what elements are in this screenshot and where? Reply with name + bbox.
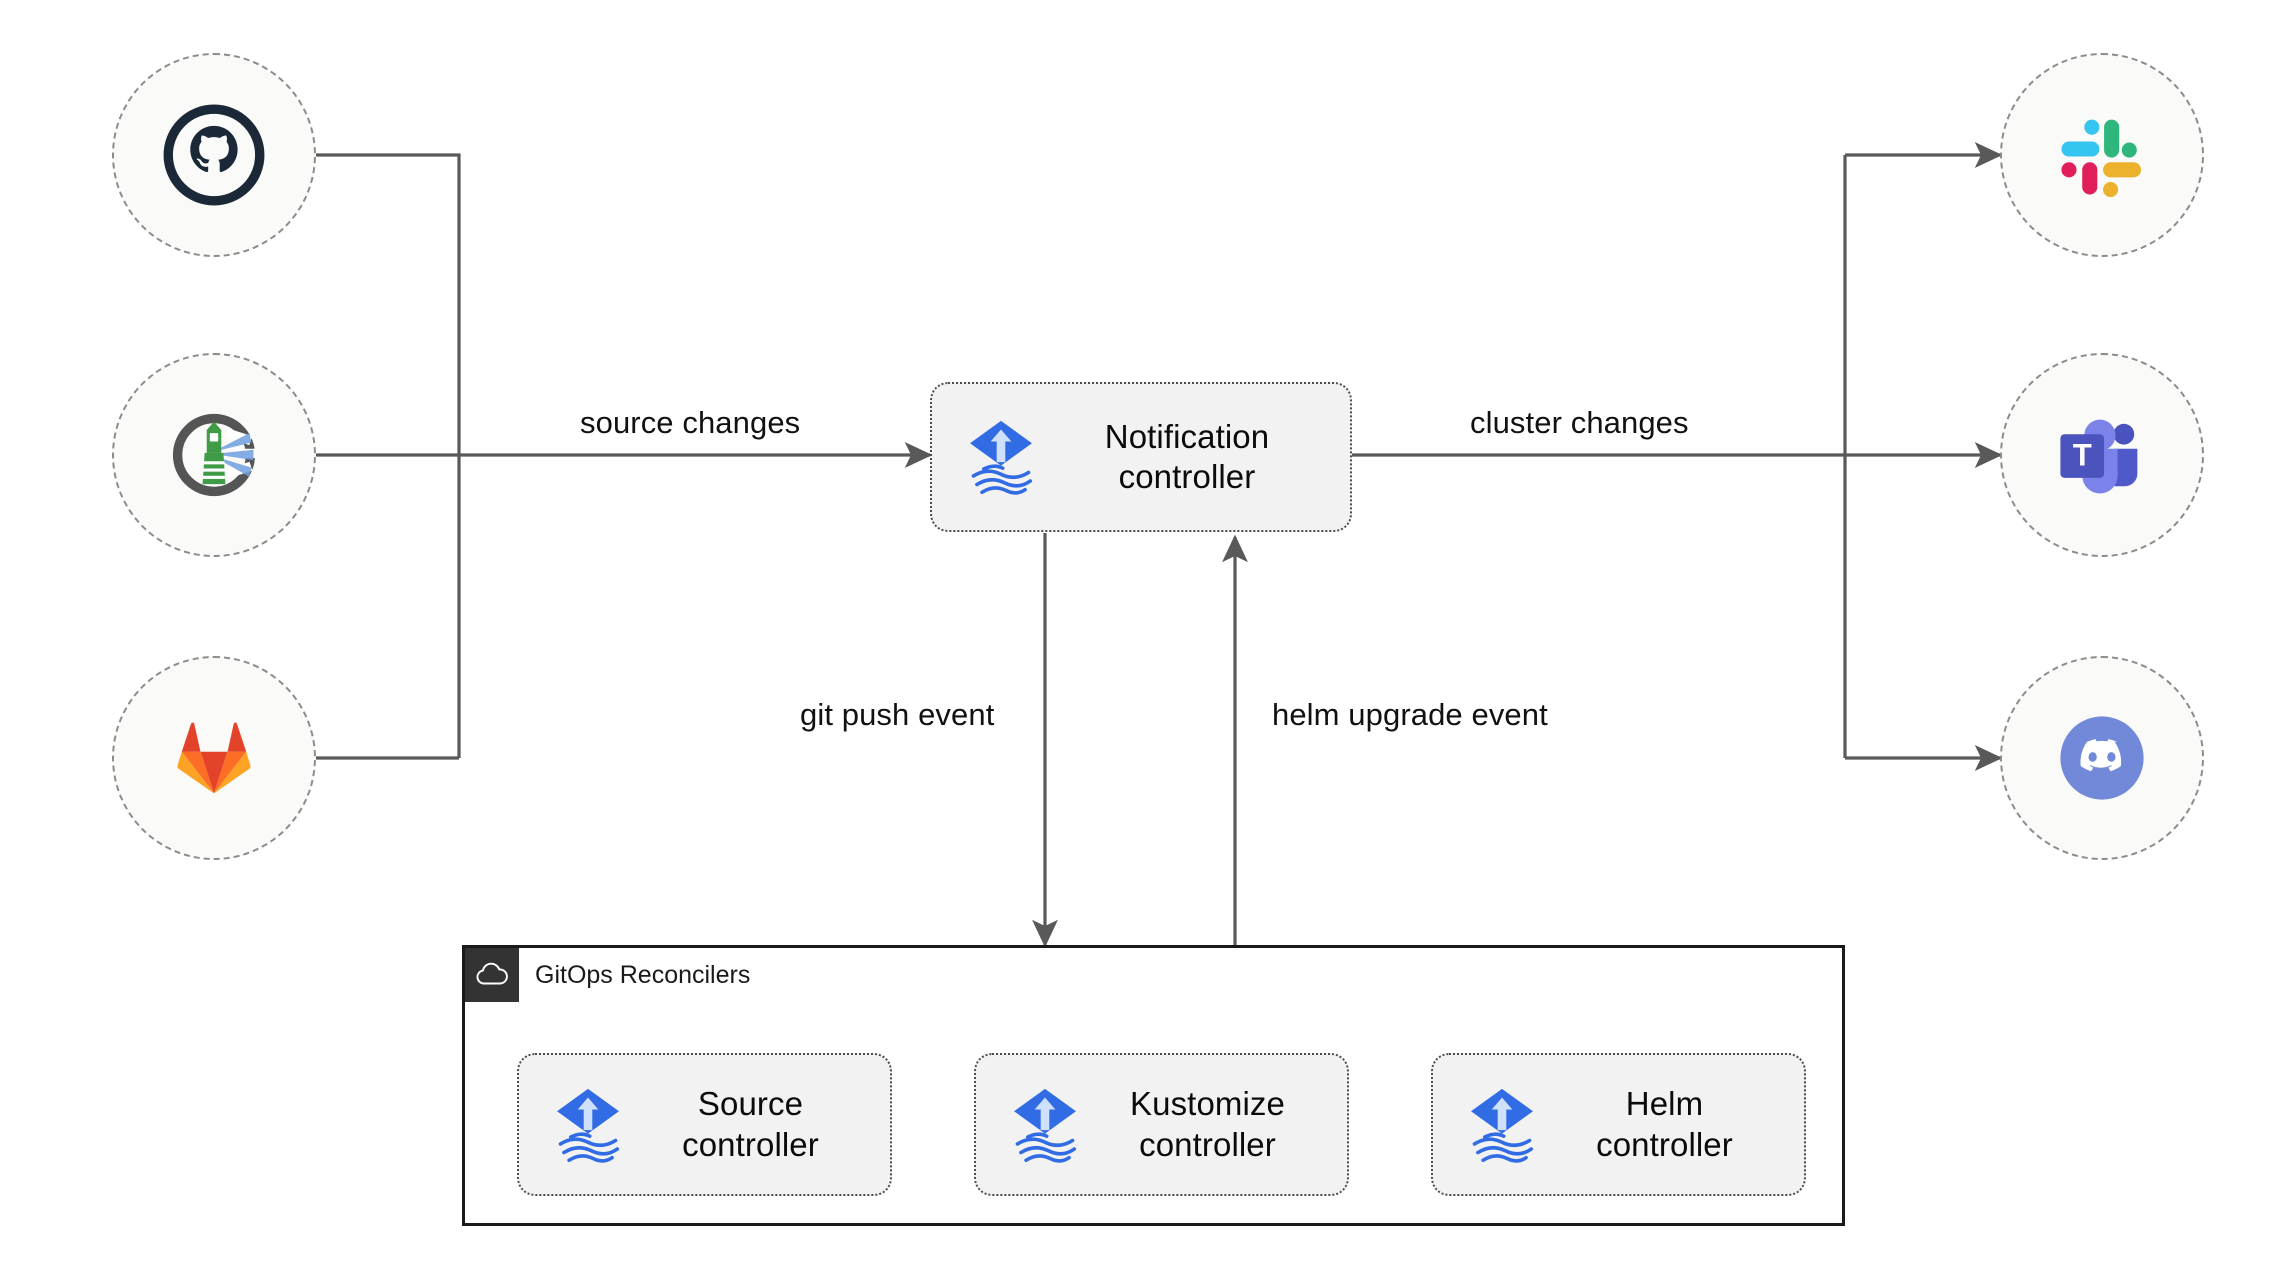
flux-icon <box>958 414 1044 500</box>
source-node-lighthouse[interactable] <box>112 353 316 557</box>
target-node-discord[interactable] <box>2000 656 2204 860</box>
discord-icon <box>2050 706 2154 810</box>
target-node-slack[interactable] <box>2000 53 2204 257</box>
edge-label-git-push-event: git push event <box>800 697 995 732</box>
helm-controller-node[interactable]: Helm controller <box>1431 1053 1806 1196</box>
group-title: GitOps Reconcilers <box>535 960 751 989</box>
source-controller-label: Source controller <box>682 1085 819 1163</box>
slack-icon <box>2050 103 2154 207</box>
notification-controller-label: Notification controller <box>1104 417 1270 495</box>
helm-controller-label: Helm controller <box>1596 1085 1733 1163</box>
source-node-gitlab[interactable] <box>112 656 316 860</box>
flux-icon <box>545 1082 631 1168</box>
flux-icon <box>1459 1082 1545 1168</box>
notification-controller-node[interactable]: Notification controller <box>930 382 1352 532</box>
kustomize-controller-label: Kustomize controller <box>1130 1085 1285 1163</box>
edge-label-helm-upgrade-event: helm upgrade event <box>1272 697 1548 732</box>
svg-text:T: T <box>2073 437 2092 472</box>
edge-label-source-changes: source changes <box>580 405 801 440</box>
target-node-teams[interactable]: T <box>2000 353 2204 557</box>
edge-label-cluster-changes: cluster changes <box>1470 405 1689 440</box>
source-controller-node[interactable]: Source controller <box>517 1053 892 1196</box>
teams-icon: T <box>2050 403 2154 507</box>
flux-icon <box>1002 1082 1088 1168</box>
kustomize-controller-node[interactable]: Kustomize controller <box>974 1053 1349 1196</box>
group-header: GitOps Reconcilers <box>465 948 750 1002</box>
gitops-reconcilers-group: GitOps Reconcilers Source controller <box>462 945 1845 1226</box>
source-node-github[interactable] <box>112 53 316 257</box>
gitlab-icon <box>162 706 266 810</box>
github-icon <box>162 103 266 207</box>
cloud-icon <box>465 948 519 1002</box>
lighthouse-icon <box>162 403 266 507</box>
